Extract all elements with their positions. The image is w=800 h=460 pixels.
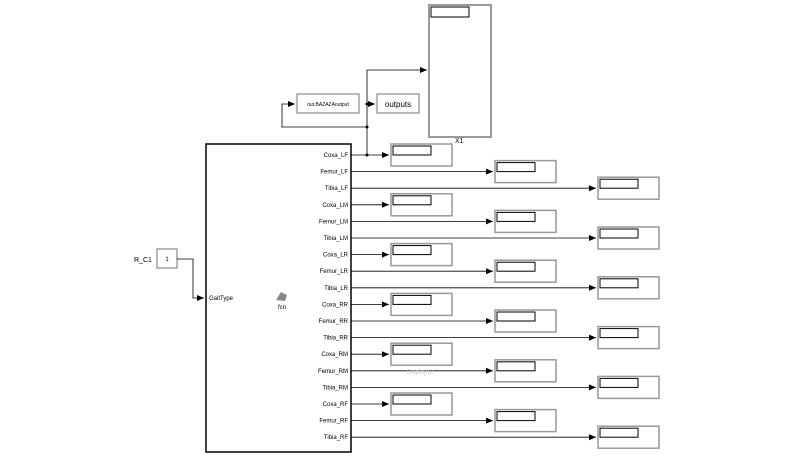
output-port-label: Tibia_RR <box>323 336 348 342</box>
to-workspace-block[interactable]: outputs <box>376 93 420 114</box>
output-port-label: Tibia_LF <box>325 186 348 192</box>
output-port-label: Coxa_LR <box>323 253 349 259</box>
inport-value: 1 <box>165 257 169 263</box>
output-port-label: Femur_RM <box>318 369 348 375</box>
to-workspace-label: outputs <box>385 100 411 109</box>
scope-x1-block[interactable] <box>428 4 492 138</box>
scope-x1-label: X1 <box>455 138 464 145</box>
output-ports: Coxa_LF Femur_LF Tibia_LF Coxa_LM Femur_LM Ti… <box>318 143 660 449</box>
inport-block[interactable]: 1 <box>156 248 178 269</box>
output-port-label: Tibia_RM <box>323 385 348 391</box>
output-port-label: Coxa_LM <box>322 203 348 209</box>
display-block[interactable] <box>597 325 660 350</box>
output-port-label: Femur_LR <box>320 269 349 275</box>
output-port-label: Femur_LM <box>319 219 348 225</box>
matlab-function-block[interactable]: GaitType fcn <box>205 143 352 453</box>
from-workspace-label: out.BAZAZAoutput <box>307 102 349 108</box>
display-block[interactable] <box>390 342 453 366</box>
matlab-function-icon <box>276 292 287 301</box>
function-label: fcn <box>278 305 286 311</box>
display-block[interactable] <box>390 292 453 317</box>
inport-label: R_C1 <box>134 257 152 264</box>
display-block[interactable] <box>494 159 557 184</box>
input-port-gaittype: GaitType <box>209 296 234 302</box>
display-block[interactable] <box>597 276 660 300</box>
inport-signal-line <box>177 258 204 301</box>
output-port-label: Tibia_LM <box>324 236 348 242</box>
output-port-label: Coxa_RR <box>322 302 349 308</box>
output-port-label: Tibia_LR <box>324 286 348 292</box>
display-block[interactable] <box>597 226 660 250</box>
output-port-label: Femur_RR <box>319 319 349 325</box>
display-block[interactable] <box>494 408 557 433</box>
display-block[interactable] <box>390 193 453 217</box>
output-port-label: Coxa_RM <box>321 352 348 358</box>
display-block[interactable] <box>494 359 557 383</box>
output-port-label: Femur_RF <box>319 419 348 425</box>
output-port-label: Femur_LF <box>320 170 348 176</box>
display-block[interactable] <box>597 375 660 400</box>
display-block[interactable] <box>494 259 557 283</box>
display-block[interactable] <box>494 209 557 234</box>
display-block[interactable] <box>390 143 453 167</box>
output-port-label: Coxa_LF <box>324 153 349 159</box>
from-workspace-block[interactable]: out.BAZAZAoutput <box>296 93 360 114</box>
display-block[interactable] <box>390 392 453 416</box>
display-block[interactable] <box>597 176 660 200</box>
display-block[interactable] <box>494 309 557 333</box>
display12-label: Display12 <box>407 370 434 376</box>
display-block[interactable] <box>597 425 660 449</box>
output-port-label: Coxa_RF <box>323 402 349 408</box>
output-port-label: Tibia_RF <box>324 435 348 441</box>
display-block[interactable] <box>390 242 453 267</box>
